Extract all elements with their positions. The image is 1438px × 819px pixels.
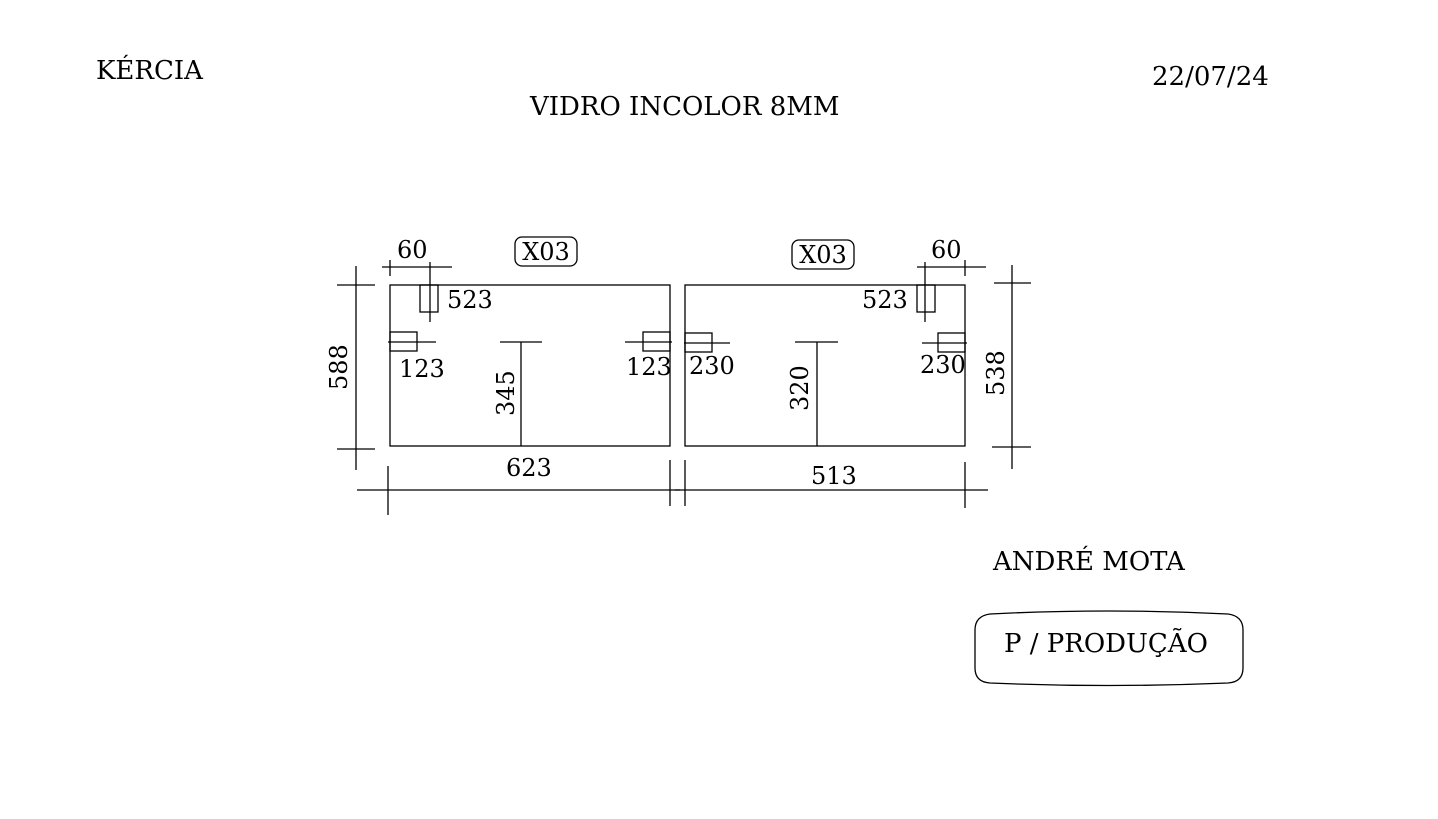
piece-1-center-height: 345 xyxy=(492,370,520,416)
author-name: ANDRÉ MOTA xyxy=(992,545,1186,577)
production-stamp: P / PRODUÇÃO xyxy=(1004,627,1208,659)
production-stamp-box xyxy=(974,610,1244,687)
piece-1-tag-box xyxy=(514,236,578,267)
piece-1-outline xyxy=(389,284,671,447)
material-title: VIDRO INCOLOR 8MM xyxy=(530,92,840,122)
piece-2-tag-box xyxy=(791,239,855,270)
piece-1-height: 588 xyxy=(325,344,353,390)
client-name: KÉRCIA xyxy=(96,56,203,86)
glass-piece-1: X03 60 523 123 123 345 588 623 xyxy=(325,236,680,515)
piece-1-notch-offset: 523 xyxy=(447,286,493,314)
date: 22/07/24 xyxy=(1152,62,1269,92)
piece-2-tag: X03 xyxy=(799,241,847,269)
piece-2-notch xyxy=(916,284,936,313)
piece-2-height: 538 xyxy=(982,350,1010,396)
piece-1-right-hole-height: 123 xyxy=(626,353,672,381)
piece-2-notch-width: 60 xyxy=(931,236,962,264)
piece-2-center-height: 320 xyxy=(786,365,814,411)
piece-1-left-hole-height: 123 xyxy=(399,355,445,383)
piece-2-width: 513 xyxy=(811,462,857,490)
piece-2-right-hole-height: 230 xyxy=(920,351,966,379)
piece-1-tag: X03 xyxy=(522,238,570,266)
piece-1-width: 623 xyxy=(506,454,552,482)
piece-1-notch xyxy=(419,284,439,313)
piece-1-notch-width: 60 xyxy=(397,236,428,264)
glass-piece-2: X03 60 523 230 230 320 538 513 xyxy=(675,236,1031,508)
piece-2-left-hole-height: 230 xyxy=(689,352,735,380)
piece-2-outline xyxy=(684,284,966,447)
piece-2-notch-offset: 523 xyxy=(862,286,908,314)
